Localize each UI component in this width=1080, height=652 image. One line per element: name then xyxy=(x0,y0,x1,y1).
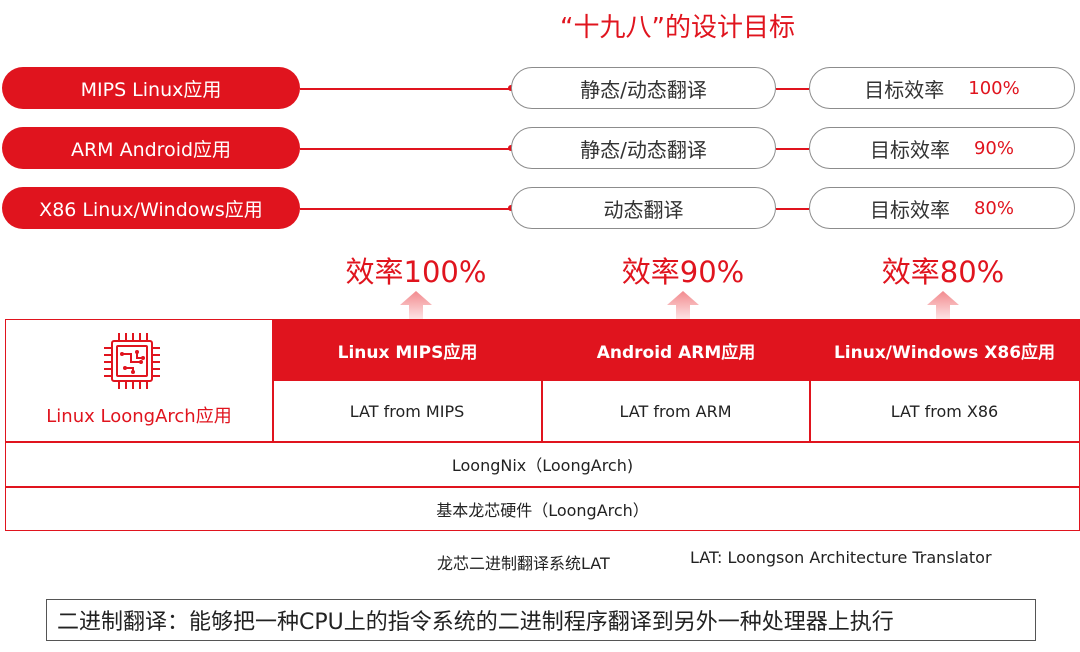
divider xyxy=(6,486,1079,488)
app-pill-arm: ARM Android应用 xyxy=(2,127,300,169)
efficiency-label-arm: 效率90% xyxy=(621,255,745,289)
translation-pill-mips: 静态/动态翻译 xyxy=(511,67,776,109)
divider xyxy=(6,441,1079,443)
divider xyxy=(272,320,274,441)
lat-from-arm: LAT from ARM xyxy=(619,402,732,421)
connector-line xyxy=(776,88,809,90)
connector-line xyxy=(776,208,809,210)
loongnix-row: LoongNix（LoongArch) xyxy=(451,456,634,475)
arrow-up-icon xyxy=(667,291,699,319)
divider xyxy=(809,381,811,441)
target-label: 目标效率 xyxy=(864,77,945,102)
app-pill-x86: X86 Linux/Windows应用 xyxy=(2,187,300,229)
diagram-title: “十九八”的设计目标 xyxy=(560,13,795,43)
target-label: 目标效率 xyxy=(869,137,950,162)
connector-line xyxy=(300,208,511,210)
connector-line xyxy=(300,88,511,90)
lat-from-x86: LAT from X86 xyxy=(890,402,999,421)
lat-abbreviation: LAT: Loongson Architecture Translator xyxy=(690,548,992,567)
target-value: 90% xyxy=(973,137,1014,159)
hardware-row: 基本龙芯硬件（LoongArch） xyxy=(436,500,649,520)
target-value: 100% xyxy=(968,77,1020,99)
header-android-arm: Android ARM应用 xyxy=(542,320,810,381)
translation-pill-x86: 动态翻译 xyxy=(511,187,776,229)
target-pill-x86: 目标效率 80% xyxy=(809,187,1075,229)
connector-line xyxy=(776,148,809,150)
target-label: 目标效率 xyxy=(869,197,950,222)
header-linux-mips: Linux MIPS应用 xyxy=(273,320,542,381)
connector-line xyxy=(300,148,511,150)
app-pill-mips: MIPS Linux应用 xyxy=(2,67,300,109)
efficiency-label-mips: 效率100% xyxy=(345,255,487,289)
efficiency-label-x86: 效率80% xyxy=(881,255,1005,289)
lat-system-name: 龙芯二进制翻译系统LAT xyxy=(437,554,610,573)
binary-translation-definition: 二进制翻译：能够把一种CPU上的指令系统的二进制程序翻译到另外一种处理器上执行 xyxy=(46,599,1036,641)
lat-from-mips: LAT from MIPS xyxy=(349,402,465,421)
chip-icon xyxy=(104,333,160,389)
target-value: 80% xyxy=(973,197,1014,219)
divider xyxy=(541,381,543,441)
header-windows-x86: Linux/Windows X86应用 xyxy=(810,320,1079,381)
arrow-up-icon xyxy=(400,291,432,319)
translation-pill-arm: 静态/动态翻译 xyxy=(511,127,776,169)
loongarch-app-label: Linux LoongArch应用 xyxy=(46,406,232,427)
target-pill-mips: 目标效率 100% xyxy=(809,67,1075,109)
arrow-up-icon xyxy=(927,291,959,319)
target-pill-arm: 目标效率 90% xyxy=(809,127,1075,169)
